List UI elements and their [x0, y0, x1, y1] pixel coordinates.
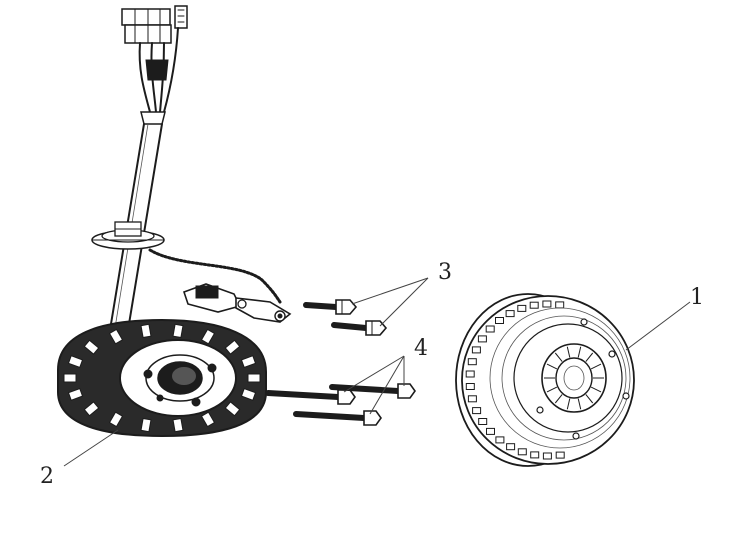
rotor-slot — [505, 310, 515, 318]
rotor-slot — [465, 370, 475, 378]
rotor-slot — [485, 325, 495, 333]
stator-coil-tooth — [83, 339, 100, 355]
sensor-wire — [148, 248, 282, 304]
stator-coil-tooth — [224, 401, 241, 417]
stator-coils — [63, 323, 261, 433]
bolt-3b — [331, 320, 388, 336]
bolt-set-4 — [265, 383, 416, 426]
hub-tooth — [585, 352, 594, 362]
stator-coil-tooth — [108, 328, 124, 345]
callout-3: 3 — [438, 260, 452, 285]
hub-tooth — [546, 386, 558, 393]
rotor-slot — [472, 407, 482, 415]
hub-tooth — [554, 352, 563, 362]
rotor-slot — [467, 395, 477, 403]
stator-coil-tooth — [63, 373, 77, 383]
rotor-slot — [495, 436, 505, 444]
rotor-slot — [465, 383, 475, 390]
bolt-3a — [303, 299, 358, 315]
stator-coil-tooth — [108, 411, 124, 428]
leader-lines — [63, 277, 691, 467]
rotor-slot — [542, 452, 552, 460]
rotor-slot — [555, 301, 565, 309]
stator-coil-tooth — [140, 417, 152, 433]
pickup-sensor — [182, 283, 292, 323]
wire-harness — [91, 5, 292, 331]
rotor-slot — [529, 301, 539, 309]
rotor-slot — [506, 443, 516, 451]
stator-coil-tooth — [67, 355, 84, 369]
rotor-cooling-slots — [465, 300, 565, 460]
rotor-slot — [517, 448, 527, 456]
hub-tooth — [590, 363, 602, 370]
hub-tooth — [566, 346, 571, 358]
hub-tooth — [566, 398, 571, 410]
hub-tooth — [577, 346, 582, 358]
callout-4: 4 — [414, 336, 428, 361]
stator-coil-tooth — [172, 323, 184, 339]
stator-coil-tooth — [240, 387, 257, 401]
rotor-hub-teeth — [544, 346, 604, 410]
flywheel-rotor — [455, 293, 635, 467]
harness-wires — [138, 27, 179, 113]
harness-connector — [121, 5, 188, 44]
rotor-slot — [471, 346, 481, 354]
rotor-slot — [486, 427, 495, 435]
rotor-slot — [495, 317, 504, 324]
bolt-4b — [329, 383, 416, 399]
hub-tooth — [585, 394, 594, 404]
callout-1: 1 — [690, 285, 704, 310]
stator-coil-tooth — [200, 328, 216, 345]
harness-sheath — [109, 111, 166, 331]
harness-grommet — [91, 221, 165, 250]
rotor-slot — [467, 358, 477, 366]
bolt-4c — [293, 410, 382, 426]
stator-coil-tooth — [172, 417, 184, 433]
rotor-slot — [477, 335, 487, 343]
rotor-slot — [530, 451, 540, 459]
hub-tooth — [577, 398, 582, 410]
stator-coil-tooth — [140, 323, 152, 339]
bolt-4a — [265, 389, 356, 405]
stator-coil-tooth — [67, 387, 84, 401]
callout-2: 2 — [40, 464, 54, 489]
hub-tooth — [554, 394, 563, 404]
stator-coil-tooth — [224, 339, 241, 355]
stator-coil-tooth — [200, 411, 216, 428]
bolt-set-3 — [303, 299, 388, 336]
rotor-slot — [478, 418, 488, 425]
hub-tooth — [546, 363, 558, 370]
stator-coil-tooth — [240, 355, 257, 369]
rotor-slot — [542, 300, 552, 308]
rotor-slot — [517, 304, 527, 312]
stator — [57, 318, 267, 438]
stator-coil-tooth — [247, 373, 261, 383]
stator-coil-tooth — [83, 401, 100, 417]
hub-tooth — [590, 386, 602, 393]
rotor-slot — [555, 451, 565, 459]
